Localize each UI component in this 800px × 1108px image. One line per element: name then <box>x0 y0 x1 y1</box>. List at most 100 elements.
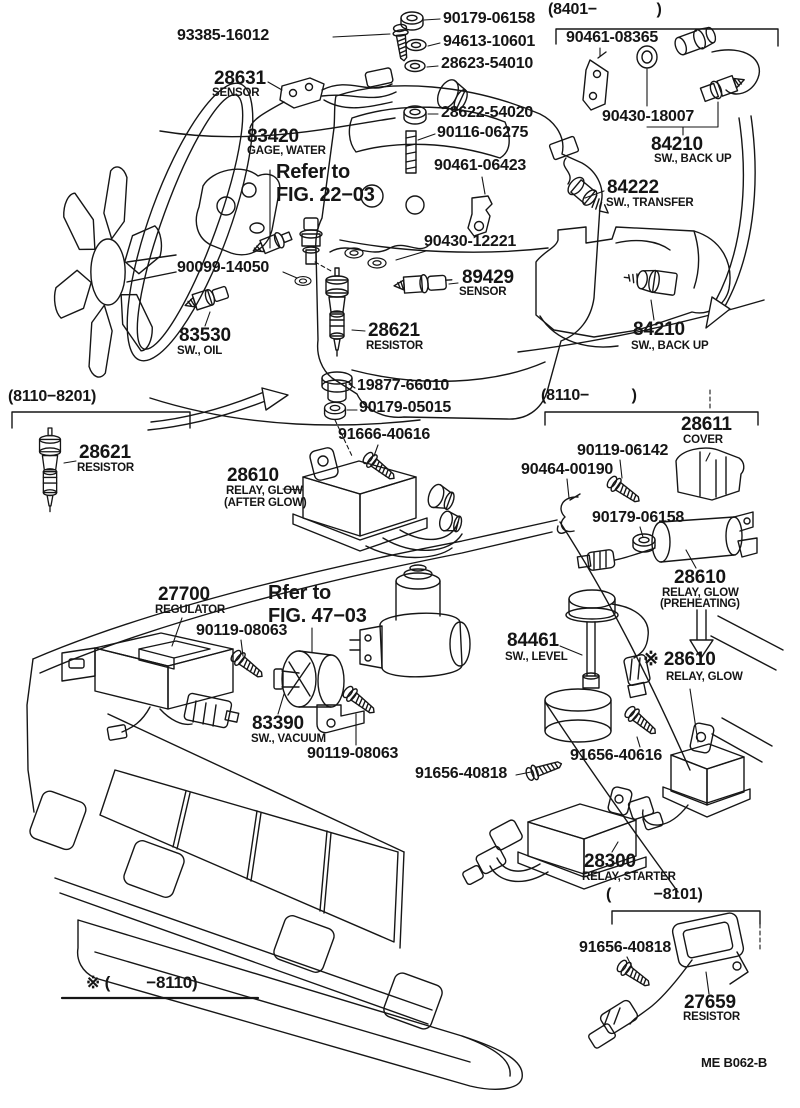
nut-28622-icon <box>403 105 427 125</box>
bracket-90461-08365-icon <box>582 51 609 111</box>
part-number-28623-54010: 28623-54010 <box>441 55 534 72</box>
production-bracket-8110 <box>544 411 759 426</box>
part-label-28610-after2: (AFTER GLOW) <box>224 497 307 509</box>
drawing-code: ME B062-B <box>701 1055 768 1070</box>
production-range-8401: (8401− ) <box>548 1 662 18</box>
part-label-28621-mid: RESISTOR <box>366 340 423 352</box>
part-number-90179-05015: 90179-05015 <box>359 399 452 416</box>
part-number-91656-40818-a: 91656-40818 <box>415 765 508 782</box>
relay-28610-star-drawing <box>627 722 751 831</box>
part-number-19877-66010: 19877-66010 <box>357 377 450 394</box>
screw-91656-40616-icon <box>621 703 661 740</box>
arrow-down-icon <box>689 609 714 659</box>
sensor-28631-drawing <box>249 67 468 129</box>
reference-note-fig47b: FIG. 47−03 <box>268 605 367 627</box>
front-panel-drawing <box>26 519 784 1090</box>
arrow-right-icon <box>705 115 756 329</box>
relay-28610-after-drawing <box>292 447 463 559</box>
switch-84222-drawing <box>548 135 609 214</box>
screw-91656-40818a-icon <box>523 755 565 783</box>
fan-icon <box>52 163 164 380</box>
resistor-28621-left-icon <box>38 427 62 513</box>
part-number-27700: 27700 <box>158 584 210 605</box>
part-label-83420: GAGE, WATER <box>247 145 326 157</box>
part-label-84222: SW., TRANSFER <box>606 197 694 209</box>
sensor-89429-icon <box>393 274 453 294</box>
part-label-83530: SW., OIL <box>177 345 223 357</box>
part-number-28610-after: 28610 <box>227 465 279 486</box>
part-label-28610-star: RELAY, GLOW <box>666 671 743 683</box>
part-label-28300: RELAY, STARTER <box>582 871 676 883</box>
belt-icon <box>102 70 278 374</box>
thermostat-housing <box>195 168 281 256</box>
part-label-83390: SW., VACUUM <box>251 733 326 745</box>
part-number-90179-06158-top: 90179-06158 <box>443 10 536 27</box>
part-number-94613-10601: 94613-10601 <box>443 33 536 50</box>
ring-90430-18007-icon <box>636 45 658 69</box>
gauge-83420-icon <box>252 231 293 255</box>
part-label-28631: SENSOR <box>212 87 260 99</box>
part-number-28610-star: ※ 28610 <box>643 649 716 670</box>
screw-91656-40818b-icon <box>614 957 655 992</box>
part-number-90430-18007: 90430-18007 <box>602 108 695 125</box>
switch-84461-drawing <box>544 589 651 743</box>
part-number-28610-preheat: 28610 <box>674 567 726 588</box>
part-number-83530: 83530 <box>179 325 231 346</box>
arrow-left-icon <box>147 387 289 431</box>
part-number-90464-00190: 90464-00190 <box>521 461 614 478</box>
part-number-28621-mid: 28621 <box>368 320 420 341</box>
relay-28610-preheat-drawing <box>576 511 758 571</box>
part-number-93385-16012: 93385-16012 <box>177 27 270 44</box>
part-number-90116-06275: 90116-06275 <box>437 124 529 141</box>
clip-90464-icon <box>556 493 581 534</box>
leader-lines <box>63 18 711 995</box>
part-number-28611: 28611 <box>681 414 732 435</box>
part-number-90430-12221: 90430-12221 <box>424 233 517 250</box>
part-number-84222: 84222 <box>607 177 659 198</box>
washer-28623-icon <box>404 59 426 73</box>
washer-90430-12221b-icon <box>367 257 387 269</box>
reference-note-fig22b: FIG. 22−03 <box>276 184 375 206</box>
resistor-27659-drawing <box>588 912 749 1049</box>
engine-drawing <box>52 70 603 426</box>
engine-block <box>315 85 603 420</box>
part-label-28610-after: RELAY, GLOW <box>226 485 303 497</box>
engine-sensor-icon <box>299 217 323 265</box>
regulator-27700-drawing <box>61 632 240 741</box>
switch-84210-top-drawing <box>674 26 761 103</box>
washer-94613-icon <box>405 38 427 52</box>
part-label-84210-mid: SW., BACK UP <box>631 340 709 352</box>
production-bracket-8401 <box>555 28 779 47</box>
part-label-28611: COVER <box>683 434 723 446</box>
clamp-90461-06423-icon <box>467 195 493 237</box>
screw-90119-06142-icon <box>604 473 645 508</box>
part-label-89429: SENSOR <box>459 286 507 298</box>
part-label-28610-preheat: RELAY, GLOW <box>662 587 739 599</box>
screw-90119-08063b-icon <box>339 683 380 719</box>
switch-84210-mid-icon <box>623 269 678 296</box>
part-label-84210-top: SW., BACK UP <box>654 153 732 165</box>
reference-note-fig47: Rfer to <box>268 582 332 604</box>
part-number-91656-40616: 91656-40616 <box>570 747 663 764</box>
part-number-27659: 27659 <box>684 992 736 1013</box>
part-number-90119-08063-a: 90119-08063 <box>196 622 288 639</box>
production-bracket-8101 <box>611 910 761 925</box>
part-number-91666-40616: 91666-40616 <box>338 426 431 443</box>
screw-90119-08063a-icon <box>227 647 268 683</box>
reference-note-fig22: Refer to <box>276 161 350 183</box>
part-label-28610-preheat2: (PREHEATING) <box>660 598 740 610</box>
part-number-84210-mid: 84210 <box>633 319 685 340</box>
part-label-27659: RESISTOR <box>683 1011 740 1023</box>
part-number-90119-08063-b: 90119-08063 <box>307 745 399 762</box>
part-number-28621-left: 28621 <box>79 442 131 463</box>
part-label-84461: SW., LEVEL <box>505 651 568 663</box>
switch-83390-drawing <box>273 650 365 734</box>
relay-28300-drawing <box>462 786 647 890</box>
part-label-28621-left: RESISTOR <box>77 462 134 474</box>
nut-90179-05015-icon <box>323 401 347 421</box>
applicability-note-8110: ※ ( −8110) <box>86 973 198 992</box>
stud-90116-icon <box>405 130 417 174</box>
part-number-90099-14050: 90099-14050 <box>177 259 270 276</box>
